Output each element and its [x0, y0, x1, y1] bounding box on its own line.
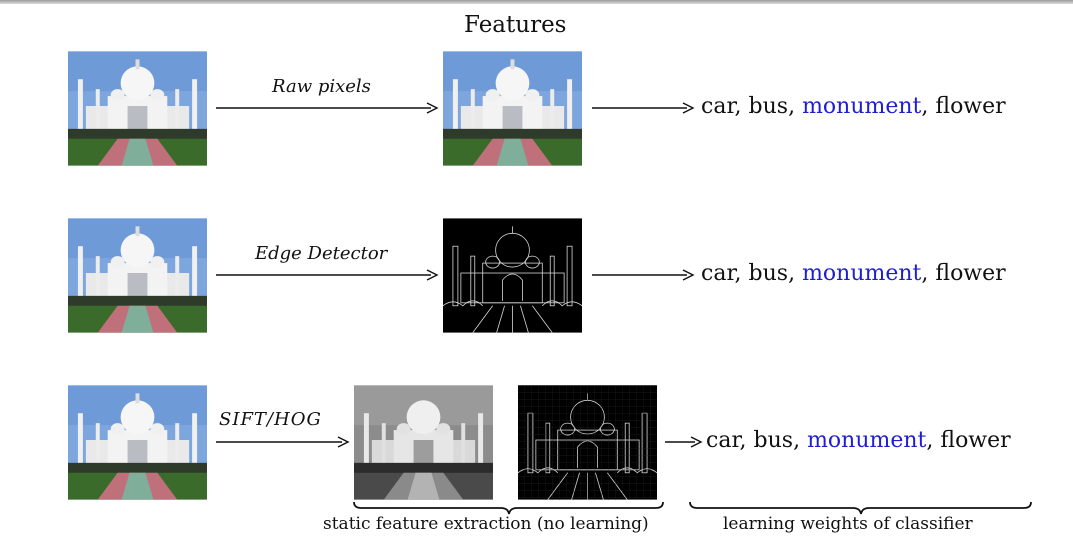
classes-prefix: car, bus, — [706, 428, 808, 453]
input-image-row2 — [68, 218, 207, 333]
class-highlight: monument — [802, 94, 922, 119]
input-image-row1 — [68, 51, 207, 166]
feature-image-hog — [518, 385, 657, 500]
arrow-features-to-classifier-row3 — [664, 432, 704, 452]
classes-prefix: car, bus, — [701, 261, 803, 286]
features-title: Features — [464, 12, 567, 38]
arrow-features-to-classifier-row1 — [591, 98, 696, 118]
classes-suffix: , flower — [926, 428, 1011, 453]
top-border — [0, 0, 1073, 4]
feature-image-grayscale — [354, 385, 493, 500]
caption-feature-extraction: static feature extraction (no learning) — [323, 514, 649, 534]
class-output-row3: car, bus, monument, flower — [706, 428, 1011, 453]
class-highlight: monument — [802, 261, 922, 286]
caption-classifier: learning weights of classifier — [723, 514, 973, 534]
arrow-input-to-features-row2 — [215, 265, 440, 285]
method-label-raw-pixels: Raw pixels — [272, 76, 371, 97]
arrow-features-to-classifier-row2 — [591, 265, 696, 285]
feature-image-edges — [443, 218, 582, 333]
arrow-input-to-features-row1 — [215, 98, 440, 118]
class-output-row1: car, bus, monument, flower — [701, 94, 1006, 119]
classes-suffix: , flower — [921, 261, 1006, 286]
method-label-edge-detector: Edge Detector — [255, 243, 388, 264]
classes-suffix: , flower — [921, 94, 1006, 119]
feature-image-raw-pixels — [443, 51, 582, 166]
brace-classifier — [689, 501, 1033, 515]
class-highlight: monument — [807, 428, 927, 453]
class-output-row2: car, bus, monument, flower — [701, 261, 1006, 286]
method-label-sift-hog: SIFT/HOG — [219, 409, 322, 430]
arrow-input-to-features-row3 — [215, 432, 350, 452]
classes-prefix: car, bus, — [701, 94, 803, 119]
input-image-row3 — [68, 385, 207, 500]
brace-feature-extraction — [353, 501, 665, 515]
